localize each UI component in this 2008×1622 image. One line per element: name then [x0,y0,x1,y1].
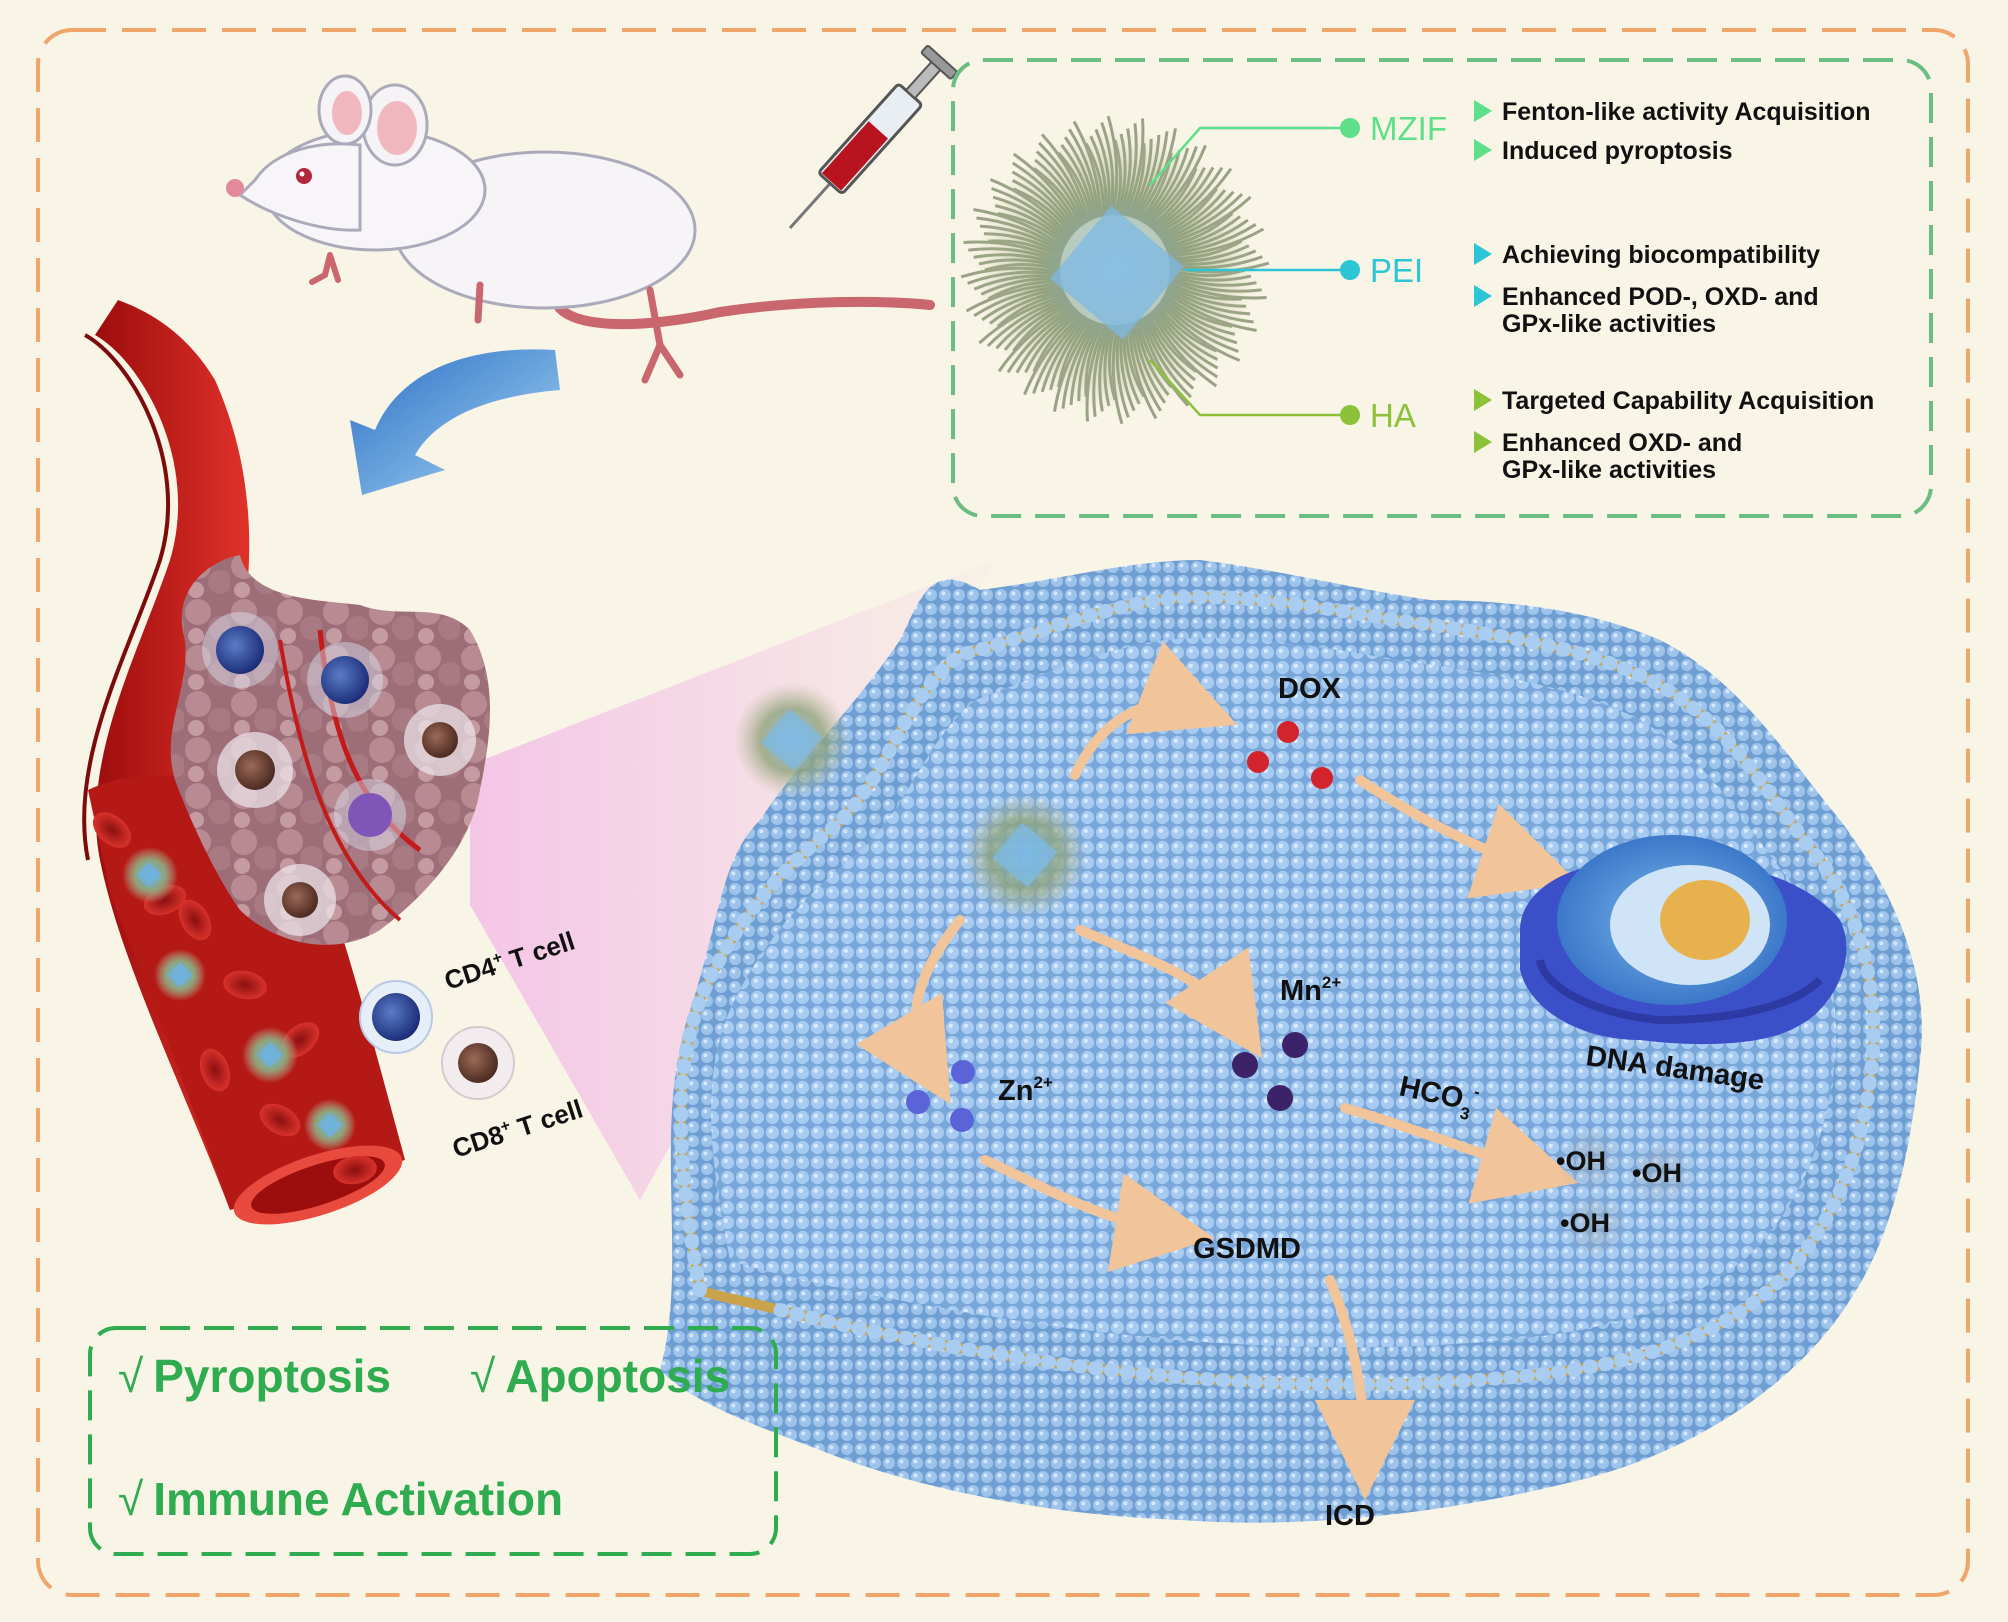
outer-frame [36,28,1970,1597]
legend-name-ha: HA [1370,397,1416,434]
outcome-apoptosis: √Apoptosis [470,1350,730,1402]
nanoparticle-icon [960,115,1270,425]
hydroxyl-radicals [1556,1126,1694,1259]
legend-name-pei: PEI [1370,252,1423,289]
mzif-point-2: Induced pyroptosis [1502,137,1733,165]
zn-label: Zn2+ [998,1073,1053,1107]
pei-point-2: Enhanced POD-, OXD- and [1502,283,1819,311]
process-arrows [856,641,1579,1500]
mzif-point-1: Fenton-like activity Acquisition [1502,98,1871,126]
pei-point-3: GPx-like activities [1502,310,1716,338]
cd4-t-cell-icon [359,980,433,1054]
tumor-icon [170,555,490,945]
mn-ions [1232,1032,1308,1111]
legend-connectors [1149,118,1360,425]
dox-label: DOX [1278,673,1342,705]
blue-curved-arrow-icon [350,349,560,495]
nanoparticle-inside-icon [963,793,1087,917]
ha-point-2: Enhanced OXD- and [1502,429,1742,457]
nucleus-icon [1520,835,1847,1045]
oh-label-2: •OH [1632,1158,1682,1188]
dox-molecules [1247,721,1333,789]
icd-label: ICD [1325,1500,1375,1532]
ha-point-1: Targeted Capability Acquisition [1502,387,1874,415]
ha-point-3: GPx-like activities [1502,456,1716,484]
oh-label-1: •OH [1556,1146,1606,1176]
oh-label-3: •OH [1560,1208,1610,1238]
nanoparticle-legend-box [951,58,1933,518]
pei-point-1: Achieving biocompatibility [1502,241,1820,269]
cd8-t-cell-icon [441,1026,515,1100]
outcome-immune-activation: √Immune Activation [118,1473,563,1525]
mouse-icon [226,74,935,384]
legend-name-mzif: MZIF [1370,110,1447,147]
outcomes-box [88,1326,778,1556]
mn-label: Mn2+ [1280,973,1341,1007]
cd8-t-cell-label: CD8+ T cell [449,1093,587,1163]
legend-bullets [1474,100,1492,453]
syringe-icon [788,45,958,230]
outcome-pyroptosis: √Pyroptosis [118,1350,391,1402]
gsdmd-label: GSDMD [1193,1233,1301,1265]
zn-ions [906,1060,975,1132]
nanoparticle-outside-icon [734,682,850,798]
